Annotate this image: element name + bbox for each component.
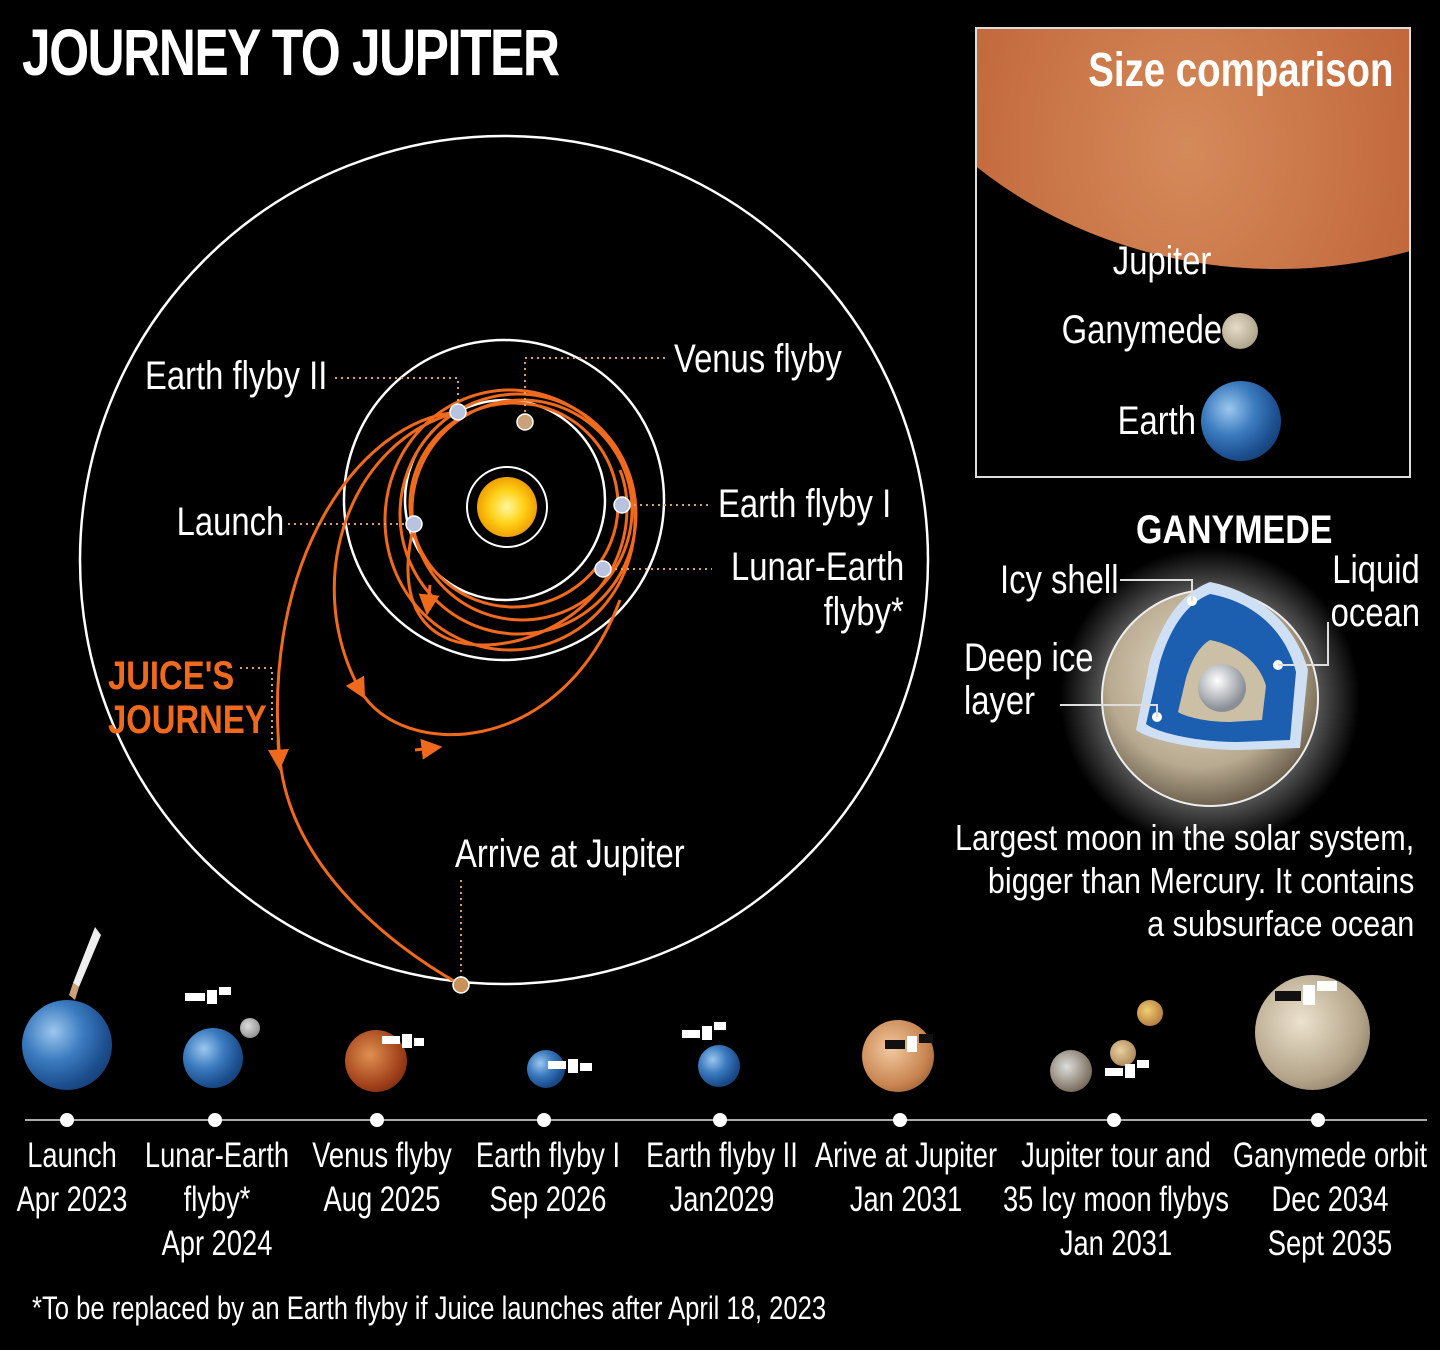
label-lunar-earth-1: Lunar-Earth (730, 545, 904, 589)
earth-small-icon (1201, 381, 1281, 461)
spacecraft-icon-3 (548, 1059, 592, 1073)
launch-point (405, 515, 423, 533)
ganymede-small-icon (1222, 313, 1258, 349)
label-arrive-jupiter: Arrive at Jupiter (455, 832, 685, 876)
label-earth-flyby-2: Earth flyby II (144, 354, 327, 398)
timeline-dot-5 (713, 1113, 727, 1127)
ganymede-cutaway (1060, 548, 1360, 848)
leader-lines (240, 357, 712, 985)
timeline-dot-2 (208, 1113, 222, 1127)
rocket-icon (69, 927, 101, 1000)
timeline-dot-8 (1311, 1113, 1325, 1127)
label-venus-flyby: Venus flyby (674, 337, 842, 381)
ganymede-core (1198, 664, 1246, 712)
earth-flyby2-icon (698, 1045, 740, 1087)
moon-io-icon (1137, 1000, 1163, 1026)
desc-line-2: bigger than Mercury. It contains (987, 860, 1414, 901)
label-deep-ice-1: Deep ice (964, 636, 1094, 680)
desc-line-1: Largest moon in the solar system, (954, 817, 1414, 858)
ganymede-description: Largest moon in the solar system, bigger… (955, 816, 1414, 945)
timeline-dot-4 (537, 1113, 551, 1127)
earth-orbit (342, 338, 666, 662)
label-deep-ice-2: layer (964, 679, 1036, 723)
spacecraft-icon-7 (1275, 981, 1337, 1005)
label-juice-2: JOURNEY (108, 698, 267, 742)
sun (477, 477, 537, 537)
label-liquid-2: ocean (1330, 591, 1420, 635)
spacecraft-icon-1 (185, 987, 231, 1004)
size-comparison-panel: Size comparison Jupiter Ganymede Earth (975, 27, 1411, 478)
arrive-jupiter-point (452, 976, 470, 994)
size-comparison-title: Size comparison (1087, 44, 1393, 97)
desc-line-3: a subsurface ocean (1146, 903, 1414, 944)
jupiter-label: Jupiter (1112, 239, 1212, 283)
spacecraft-icon-6 (1105, 1060, 1149, 1078)
spacecraft-icon-5 (885, 1034, 933, 1052)
sun-orbit-ring (466, 466, 548, 548)
timeline-dot-6 (893, 1113, 907, 1127)
ganymede-size-label: Ganymede (1061, 308, 1223, 352)
moon-icon (240, 1018, 260, 1038)
earth-launch-icon (22, 1000, 112, 1090)
ganymede-title: GANYMEDE (1136, 508, 1333, 552)
spacecraft-icon-4 (682, 1022, 726, 1040)
earth-lunar-icon (183, 1028, 243, 1088)
footnote: *To be replaced by an Earth flyby if Jui… (32, 1290, 827, 1326)
juice-trajectory (267, 388, 638, 987)
orbit-diagram (78, 134, 930, 994)
earth-size-label: Earth (1117, 399, 1197, 443)
label-earth-flyby-1: Earth flyby I (718, 482, 892, 526)
label-juice-1: JUICE'S (108, 654, 235, 698)
timeline-dot-7 (1107, 1113, 1121, 1127)
venus-flyby-point (516, 413, 534, 431)
label-icy-shell: Icy shell (999, 558, 1118, 602)
jupiter-timeline-icon (862, 1020, 934, 1092)
timeline-dot-3 (370, 1113, 384, 1127)
lunar-earth-point (594, 560, 612, 578)
moon-callisto-icon (1050, 1050, 1092, 1092)
jupiter-orbit (78, 134, 930, 986)
earth-flyby-2-point (449, 403, 467, 421)
moon-europa-icon (1110, 1040, 1136, 1066)
label-launch: Launch (176, 500, 284, 544)
page-title: JOURNEY TO JUPITER (22, 15, 560, 89)
timeline-dot-1 (60, 1113, 74, 1127)
label-liquid-1: Liquid (1332, 548, 1420, 592)
earth-flyby-1-point (613, 496, 631, 514)
spacecraft-icon-2 (382, 1034, 424, 1048)
label-lunar-earth-2: flyby* (823, 590, 904, 634)
